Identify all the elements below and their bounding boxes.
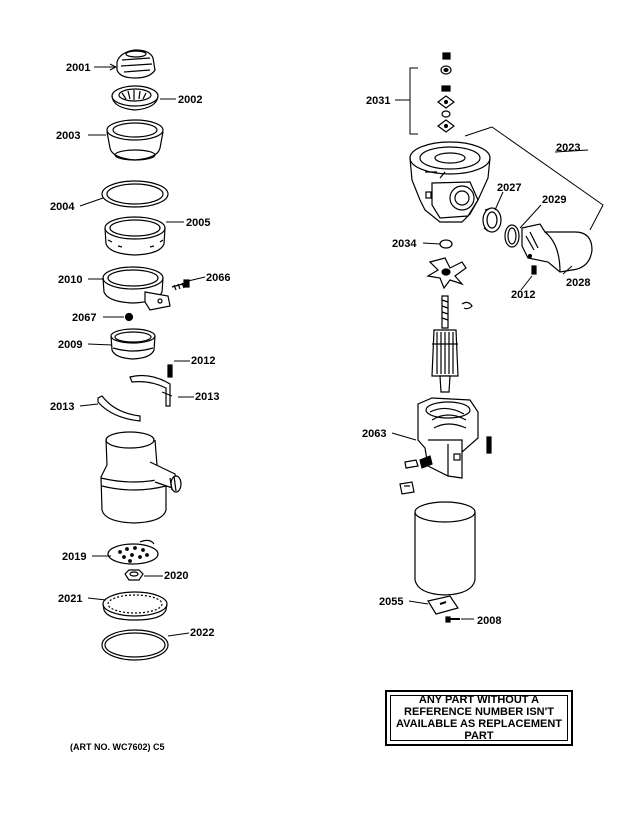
part-2022-gasket [101,629,169,661]
label-2067: 2067 [72,312,96,324]
art-number: (ART NO. WC7602) C5 [70,742,165,752]
part-2031-hardware-stack [437,52,455,133]
note-line-1: ANY PART WITHOUT A [418,694,540,706]
label-2063: 2063 [362,428,386,440]
label-2005: 2005 [186,217,210,229]
part-2009-ring [110,328,156,360]
label-2031: 2031 [366,95,390,107]
label-2055: 2055 [379,596,403,608]
part-2063-motor-frame [399,397,479,495]
part-2001-stopper [116,49,156,79]
label-2009: 2009 [58,339,82,351]
label-2001: 2001 [66,62,90,74]
part-motor-screw [486,436,492,454]
part-2002-splash-guard [111,85,159,111]
leader-lines-right [391,191,573,620]
label-2022: 2022 [190,627,214,639]
part-2066-screw [171,279,190,291]
part-2012-bolt-left [167,364,173,378]
part-2013-clamp-lower [97,395,141,422]
note-inner-border [390,695,568,741]
part-hopper-body [100,431,182,524]
part-2013-clamp-upper [129,374,173,407]
part-motor-can [414,501,476,596]
part-2027-seal [482,207,502,233]
replacement-note-box: ANY PART WITHOUT A REFERENCE NUMBER ISN'… [385,690,573,746]
label-2012-right: 2012 [511,289,535,301]
part-2012-screw-right [531,265,537,275]
label-2021: 2021 [58,593,82,605]
part-impeller [426,257,467,290]
label-2023: 2023 [556,142,580,154]
label-2013-left: 2013 [50,401,74,413]
label-2034: 2034 [392,238,417,250]
label-2029: 2029 [542,194,566,206]
label-2008: 2008 [477,615,501,627]
bracket-2031 [395,67,418,135]
label-2010: 2010 [58,274,82,286]
part-2019-shredder-plate [107,539,159,565]
part-2010-mounting-ring [102,266,171,311]
label-2012-left: 2012 [191,355,215,367]
label-2013-right: 2013 [195,391,219,403]
part-labels-left: 2001 2002 2003 2004 2005 2010 2066 2067 … [50,62,230,639]
label-2020: 2020 [164,570,188,582]
part-2021-grind-ring [102,591,168,621]
part-2004-gasket [101,180,169,208]
bracket-2023 [464,126,604,231]
part-2034-o-ring [439,239,453,249]
part-labels-right: 2031 2023 2027 2029 2034 2012 2028 2063 … [362,95,590,627]
part-2055-terminal-plate [427,595,459,615]
label-2002: 2002 [178,94,202,106]
replacement-note-text: ANY PART WITHOUT A REFERENCE NUMBER ISN'… [394,694,564,742]
part-2029-clamp [504,224,520,248]
note-line-4: PART [464,730,494,742]
part-armature [431,295,459,393]
label-2066: 2066 [206,272,230,284]
part-2028-discharge-elbow [521,223,593,273]
label-2028: 2028 [566,277,590,289]
part-2008-screw [445,616,460,623]
label-2027: 2027 [497,182,521,194]
part-2005-backup-ring [104,216,166,256]
label-2003: 2003 [56,130,80,142]
part-2067-nut [124,312,134,322]
part-upper-housing [409,141,491,223]
leader-lines-left [79,63,206,637]
part-2003-sink-flange [106,119,164,161]
part-clip [461,301,473,310]
label-2004: 2004 [50,201,75,213]
note-line-2: REFERENCE NUMBER ISN'T [404,706,554,718]
part-2020-nut [124,569,144,581]
label-2019: 2019 [62,551,86,563]
note-line-3: AVAILABLE AS REPLACEMENT [395,718,563,730]
